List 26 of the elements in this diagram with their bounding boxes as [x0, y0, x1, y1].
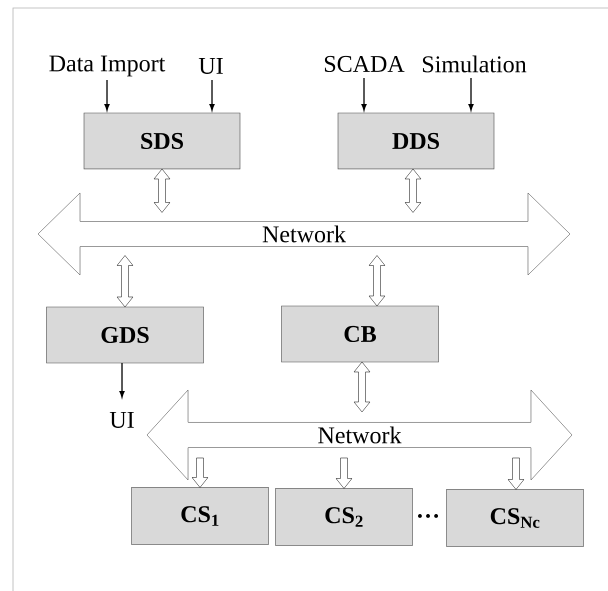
component-box: CS$_{2}$ [275, 488, 413, 546]
component-box: SDS [84, 112, 240, 170]
hollow-arrow [154, 168, 170, 213]
arrow [468, 78, 474, 111]
component-box: CS$_{Nc}$ [446, 489, 584, 547]
component-box: CB [281, 306, 439, 362]
hollow-arrow [368, 255, 386, 306]
arrow [119, 363, 125, 398]
hollow-arrow [404, 168, 422, 213]
hollow-arrow [354, 362, 370, 412]
input-label: SCADA [324, 56, 404, 72]
component-box: DDS [338, 112, 494, 170]
component-box: GDS [46, 306, 204, 364]
hollow-arrow [116, 255, 134, 308]
component-box: CS$_{1}$ [131, 487, 269, 545]
hollow-arrow [192, 458, 208, 488]
input-label: UI [198, 58, 223, 74]
arrow [209, 80, 215, 111]
ellipsis: … [418, 514, 438, 518]
arrow [361, 78, 367, 111]
input-label: Simulation [422, 56, 526, 72]
arrow [104, 80, 110, 111]
output-label: UI [110, 412, 134, 428]
hollow-arrow [336, 458, 352, 489]
hollow-arrow [508, 458, 524, 490]
input-label: Data Import [49, 56, 166, 76]
